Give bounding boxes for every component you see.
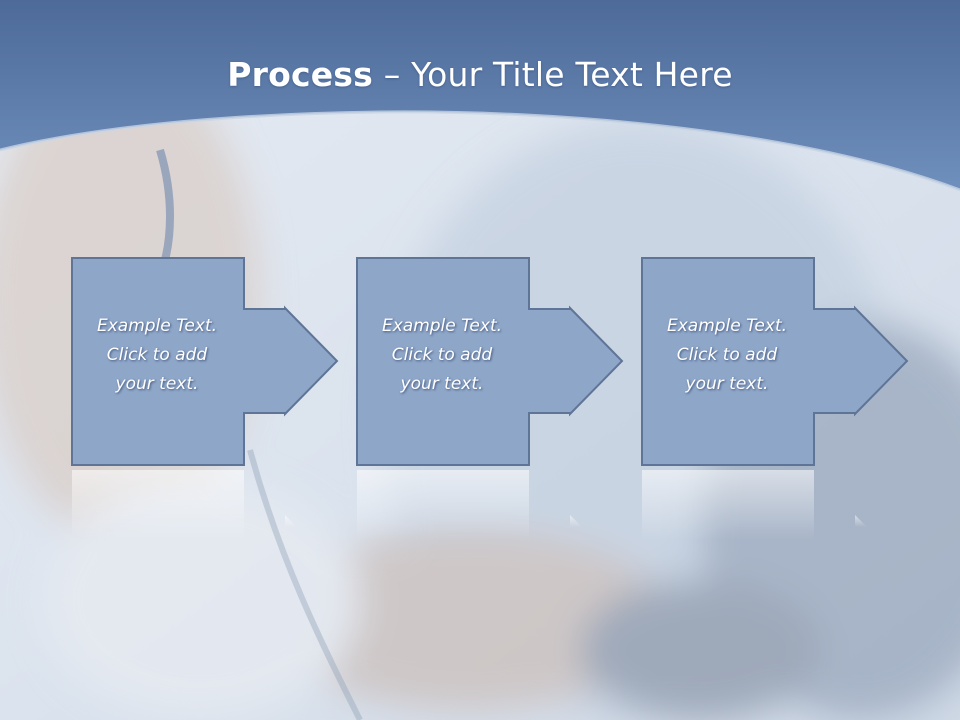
slide-title[interactable]: Process – Your Title Text Here [0, 54, 960, 96]
step-3-reflection [642, 470, 867, 540]
step-2-line-3: your text. [400, 374, 484, 394]
step-2-arrow-shape [356, 257, 624, 466]
step-1-line-1: Example Text. [96, 316, 218, 336]
step-1-line-3: your text. [115, 374, 199, 394]
title-dash: – [373, 55, 412, 94]
step-2-line-2: Click to add [391, 345, 493, 365]
step-1-line-2: Click to add [106, 345, 208, 365]
step-2-reflection [357, 470, 582, 540]
step-3-text[interactable]: Example Text. Click to add your text. [641, 312, 813, 399]
title-rest-text: Your Title Text Here [411, 55, 733, 94]
step-3-line-2: Click to add [676, 345, 778, 365]
step-1-text[interactable]: Example Text. Click to add your text. [71, 312, 243, 399]
title-bold-text: Process [227, 55, 373, 94]
step-1-reflection [72, 470, 297, 540]
step-3-line-1: Example Text. [666, 316, 788, 336]
step-3-line-3: your text. [685, 374, 769, 394]
process-step-1[interactable]: Example Text. Click to add your text. [71, 257, 413, 467]
step-3-arrow-shape [641, 257, 909, 466]
process-step-2[interactable]: Example Text. Click to add your text. [356, 257, 698, 467]
step-2-line-1: Example Text. [381, 316, 503, 336]
step-1-arrow-shape [71, 257, 339, 466]
process-step-3[interactable]: Example Text. Click to add your text. [641, 257, 960, 467]
step-2-text[interactable]: Example Text. Click to add your text. [356, 312, 528, 399]
